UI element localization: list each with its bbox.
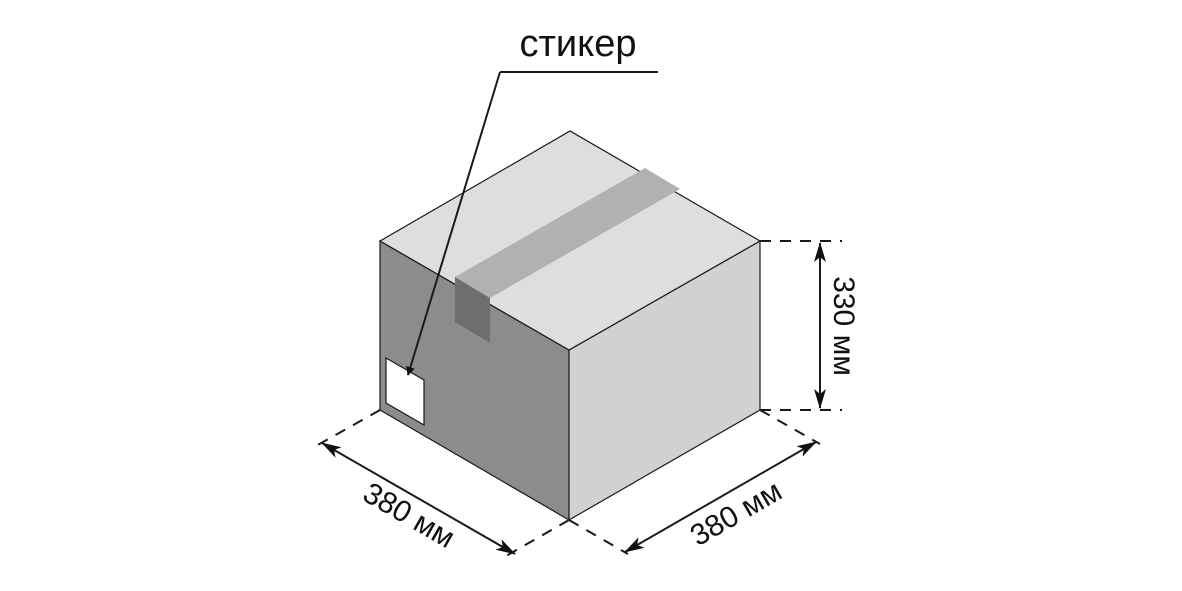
width-extension-right: [759, 409, 821, 445]
depth-label: 380 мм: [357, 476, 460, 554]
callout-arrow: [406, 71, 501, 376]
height-dimension: 330 мм: [760, 240, 860, 411]
sticker-callout: стикер: [406, 23, 658, 376]
cardboard-box-icon: [378, 130, 762, 522]
width-dimension-line: [624, 441, 817, 553]
width-extension-left: [568, 519, 629, 555]
sticker-label-text: стикер: [520, 23, 637, 65]
depth-dimension-line: [321, 442, 516, 555]
depth-extension-left: [315, 409, 381, 447]
tape-top: [455, 168, 680, 298]
width-label: 380 мм: [685, 474, 788, 552]
height-label: 330 мм: [827, 276, 860, 376]
tape-side: [455, 277, 490, 343]
depth-extension-right: [505, 519, 570, 557]
